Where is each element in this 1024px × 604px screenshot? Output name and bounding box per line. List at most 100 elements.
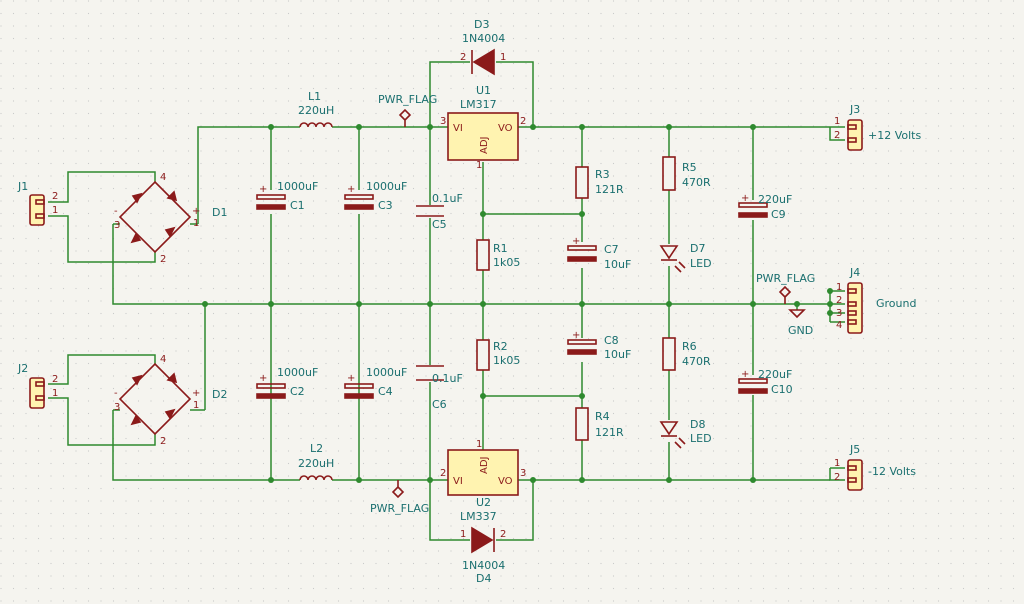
- d4-pin-a: 1: [460, 529, 466, 540]
- d2-pin1: 1: [193, 400, 199, 411]
- c4-ref: C4: [378, 385, 393, 398]
- j1-ref: J1: [17, 180, 28, 193]
- l1-value: 220uH: [298, 104, 334, 117]
- d2-pin2: 2: [160, 436, 166, 447]
- capacitor-c8[interactable]: + C8 10uF: [567, 330, 631, 361]
- capacitor-c5[interactable]: 0.1uF C5: [416, 192, 463, 231]
- pwr-flag-top-label: PWR_FLAG: [378, 93, 437, 106]
- diode-d3[interactable]: D3 1N4004 2 1: [460, 18, 506, 76]
- c5-value: 0.1uF: [432, 192, 463, 205]
- capacitor-c10[interactable]: + 220uF C10: [738, 368, 793, 396]
- regulator-u2[interactable]: U2 LM337 VI VO ADJ 2 3 1: [440, 439, 526, 523]
- d3-value: 1N4004: [462, 32, 505, 45]
- diode-d4[interactable]: 1N4004 D4 1 2: [460, 526, 506, 585]
- d3-pin-k: 1: [500, 52, 506, 63]
- j5-pin1: 1: [834, 458, 840, 469]
- u2-adj: ADJ: [479, 457, 490, 475]
- inductor-l1[interactable]: L1 220uH: [298, 90, 334, 128]
- capacitor-c7[interactable]: + C7 10uF: [567, 236, 631, 271]
- u1-pin-vi: 3: [440, 116, 446, 127]
- r2-value: 1k05: [493, 354, 520, 367]
- resistor-r2[interactable]: R2 1k05: [476, 339, 520, 371]
- u1-value: LM317: [460, 98, 497, 111]
- junctions: [202, 124, 833, 483]
- j4-label: Ground: [876, 297, 916, 310]
- capacitor-c6[interactable]: 0.1uF C6: [416, 365, 463, 411]
- j5-pin2: 2: [834, 472, 840, 483]
- d1-pin3: 3: [114, 220, 120, 231]
- j4-pin3: 3: [836, 308, 842, 319]
- r5-value: 470R: [682, 176, 711, 189]
- j5-ref: J5: [849, 443, 860, 456]
- pwr-flag-ground[interactable]: PWR_FLAG: [756, 272, 815, 304]
- resistor-r6[interactable]: R6 470R: [662, 337, 711, 371]
- j4-pin1: 1: [836, 282, 842, 293]
- j4-pin2: 2: [836, 295, 842, 306]
- d7-value: LED: [690, 257, 712, 270]
- bridge-rectifier-d1[interactable]: D1 4 2 1 3 + -: [114, 172, 227, 265]
- capacitor-c1[interactable]: + 1000uF C1: [256, 180, 318, 212]
- resistor-r4[interactable]: R4 121R: [575, 407, 624, 441]
- inductor-l2[interactable]: L2 220uH: [298, 442, 334, 481]
- c2-ref: C2: [290, 385, 305, 398]
- pwr-flag-bottom[interactable]: PWR_FLAG: [370, 480, 429, 515]
- connector-j4[interactable]: J4 1 2 3 4 Ground: [836, 266, 916, 334]
- d2-ref: D2: [212, 388, 227, 401]
- c3-plus: +: [347, 184, 355, 195]
- capacitor-c9[interactable]: + 220uF C9: [738, 193, 792, 221]
- j4-pin4: 4: [836, 320, 842, 331]
- c5-ref: C5: [432, 218, 447, 231]
- j4-ref: J4: [849, 266, 860, 279]
- led-d8[interactable]: D8 LED: [659, 418, 712, 449]
- u2-vo: VO: [498, 476, 513, 487]
- d2-pin4: 4: [160, 354, 166, 365]
- c7-ref: C7: [604, 243, 619, 256]
- u2-pin-adj: 1: [476, 439, 482, 450]
- d4-pin-k: 2: [500, 529, 506, 540]
- gnd-label: GND: [788, 324, 813, 337]
- r6-value: 470R: [682, 355, 711, 368]
- regulator-u1[interactable]: U1 LM317 VI VO ADJ 3 2 1: [440, 84, 526, 171]
- resistor-r3[interactable]: R3 121R: [575, 166, 624, 199]
- c4-plus: +: [347, 373, 355, 384]
- r3-value: 121R: [595, 183, 624, 196]
- connector-j5[interactable]: J5 1 2 -12 Volts: [834, 443, 916, 491]
- d8-value: LED: [690, 432, 712, 445]
- j2-pin1: 1: [52, 388, 58, 399]
- c4-value: 1000uF: [366, 366, 407, 379]
- j1-pin2: 2: [52, 191, 58, 202]
- j3-pin2: 2: [834, 130, 840, 141]
- connector-j3[interactable]: J3 1 2 +12 Volts: [834, 103, 921, 151]
- capacitor-c3[interactable]: + 1000uF C3: [344, 180, 407, 212]
- bridge-rectifier-d2[interactable]: D2 4 2 1 3 + -: [114, 354, 227, 447]
- d1-ref: D1: [212, 206, 227, 219]
- d3-ref: D3: [474, 18, 489, 31]
- c6-ref: C6: [432, 398, 447, 411]
- c8-value: 10uF: [604, 348, 631, 361]
- pwr-flag-bottom-label: PWR_FLAG: [370, 502, 429, 515]
- d2-plus: +: [192, 388, 200, 399]
- capacitor-c4[interactable]: + 1000uF C4: [344, 366, 407, 399]
- u2-pin-vo: 3: [520, 468, 526, 479]
- c10-plus: +: [741, 369, 749, 380]
- gnd-symbol[interactable]: GND: [788, 309, 813, 337]
- j3-label: +12 Volts: [868, 129, 921, 142]
- resistor-r1[interactable]: R1 1k05: [476, 239, 520, 271]
- connector-j1[interactable]: J1 2 1: [17, 180, 58, 226]
- wires: [48, 61, 845, 541]
- pwr-flag-ground-label: PWR_FLAG: [756, 272, 815, 285]
- j2-ref: J2: [17, 362, 28, 375]
- u1-vi: VI: [453, 123, 463, 134]
- pwr-flag-top[interactable]: PWR_FLAG: [378, 93, 437, 127]
- c10-ref: C10: [771, 383, 793, 396]
- c3-value: 1000uF: [366, 180, 407, 193]
- r5-ref: R5: [682, 161, 697, 174]
- resistor-r5[interactable]: R5 470R: [662, 156, 711, 191]
- connector-j2[interactable]: J2 2 1: [17, 362, 58, 409]
- l2-ref: L2: [310, 442, 323, 455]
- capacitor-c2[interactable]: + 1000uF C2: [256, 366, 318, 399]
- d4-ref: D4: [476, 572, 491, 585]
- led-d7[interactable]: D7 LED: [659, 242, 712, 273]
